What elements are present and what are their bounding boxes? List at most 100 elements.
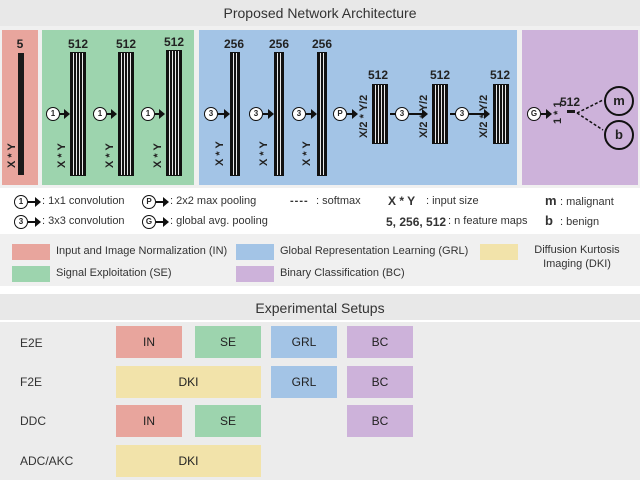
grl-pool-map-3 xyxy=(493,84,509,144)
arrow-icon xyxy=(263,109,274,119)
setup-e2e-block-se: SE xyxy=(195,326,261,358)
in-count: 5 xyxy=(16,37,24,51)
se-count-1: 512 xyxy=(67,37,89,51)
grl-pool-map-2 xyxy=(432,84,448,144)
in-feature-map xyxy=(18,53,24,175)
grl-count-3: 256 xyxy=(311,37,333,51)
gap-legend-icon: G xyxy=(142,215,156,229)
conv1-op-icon: 1 xyxy=(141,107,155,121)
legend-malignant: : malignant xyxy=(560,196,614,208)
setup-e2e-block-in: IN xyxy=(116,326,182,358)
setup-ddc-block-bc: BC xyxy=(347,405,413,437)
arrow-icon xyxy=(28,197,41,207)
category-in-label: Input and Image Normalization (IN) xyxy=(56,245,228,257)
legend-benign: : benign xyxy=(560,216,600,228)
arrow-icon xyxy=(156,217,169,227)
conv3-op-icon: 3 xyxy=(292,107,306,121)
conv1-op-icon: 1 xyxy=(46,107,60,121)
category-grl-label: Global Representation Learning (GRL) xyxy=(280,245,469,257)
bc-size-label: 1 * 1 xyxy=(552,101,564,124)
setup-e2e-block-bc: BC xyxy=(347,326,413,358)
legend-softmax: : softmax xyxy=(316,195,361,207)
bc-count: 512 xyxy=(559,95,581,109)
legend-gap: : global avg. pooling xyxy=(170,215,268,227)
grl-pool-count-1: 512 xyxy=(367,68,389,82)
setup-f2e-label: F2E xyxy=(20,375,43,389)
setup-f2e-block-grl: GRL xyxy=(271,366,337,398)
swatch-se xyxy=(12,266,50,282)
arrow-icon xyxy=(218,109,230,119)
benign-output-node: b xyxy=(604,120,634,150)
category-bc-label: Binary Classification (BC) xyxy=(280,267,405,279)
softmax-connector-icon xyxy=(576,99,604,131)
malignant-symbol: m xyxy=(545,193,557,208)
legend-conv1: : 1x1 convolution xyxy=(42,195,125,207)
architecture-title: Proposed Network Architecture xyxy=(223,5,417,21)
legend-conv3: : 3x3 convolution xyxy=(42,215,125,227)
conv3-op-icon: 3 xyxy=(249,107,263,121)
grl-pool-count-2: 512 xyxy=(429,68,451,82)
conv3-legend-icon: 3 xyxy=(14,215,28,229)
swatch-bc xyxy=(236,266,274,282)
setups-title: Experimental Setups xyxy=(255,300,385,316)
swatch-in xyxy=(12,244,50,260)
arrow-icon xyxy=(409,109,428,119)
setup-row-adc-akc xyxy=(0,440,640,480)
legend-feature-maps: : n feature maps xyxy=(448,215,528,227)
setup-ddc-block-se: SE xyxy=(195,405,261,437)
gap-op-icon: G xyxy=(527,107,541,121)
setup-ddc-label: DDC xyxy=(20,414,46,428)
conv3-op-icon: 3 xyxy=(204,107,218,121)
setups-title-band xyxy=(0,294,640,320)
grl-feature-map-2 xyxy=(274,52,284,176)
input-size-symbol: X * Y xyxy=(388,194,416,208)
category-legend-area xyxy=(0,234,640,286)
arrow-icon xyxy=(60,109,70,119)
conv1-legend-icon: 1 xyxy=(14,195,28,209)
se-feature-map-1 xyxy=(70,52,86,176)
swatch-grl xyxy=(236,244,274,260)
setup-adc-akc-block-dki: DKI xyxy=(116,445,261,477)
swatch-dki xyxy=(480,244,518,260)
arrow-icon xyxy=(107,109,117,119)
legend-input-size: : input size xyxy=(426,195,479,207)
malignant-output-node: m xyxy=(604,86,634,116)
se-size-label-3: X * Y xyxy=(152,143,164,168)
arrow-icon xyxy=(155,109,165,119)
conv1-op-icon: 1 xyxy=(93,107,107,121)
se-count-2: 512 xyxy=(115,37,137,51)
grl-feature-map-3 xyxy=(317,52,327,176)
grl-count-1: 256 xyxy=(223,37,245,51)
grl-size-label-2: X * Y xyxy=(258,141,270,166)
grl-pool-size-label-1: X/2 * Y/2 xyxy=(358,94,370,138)
benign-symbol: b xyxy=(545,213,553,228)
arrow-icon xyxy=(469,109,490,119)
setup-row-ddc xyxy=(0,400,640,442)
se-feature-map-2 xyxy=(118,52,134,176)
grl-pool-map-1 xyxy=(372,84,388,144)
category-se-label: Signal Exploitation (SE) xyxy=(56,267,172,279)
setup-f2e-block-dki: DKI xyxy=(116,366,261,398)
setup-adc-akc-label: ADC/AKC xyxy=(20,454,74,468)
architecture-title-band xyxy=(0,0,640,26)
conv3-op-icon: 3 xyxy=(395,107,409,121)
grl-size-label-1: X * Y xyxy=(214,141,226,166)
softmax-symbol: ---- xyxy=(290,195,309,207)
setup-f2e-block-bc: BC xyxy=(347,366,413,398)
setup-ddc-block-in: IN xyxy=(116,405,182,437)
arrow-icon xyxy=(28,217,41,227)
grl-feature-map-1 xyxy=(230,52,240,176)
setup-e2e-label: E2E xyxy=(20,336,43,350)
arrow-icon xyxy=(306,109,317,119)
se-count-3: 512 xyxy=(163,35,185,49)
grl-pool-count-3: 512 xyxy=(489,68,511,82)
se-size-label-1: X * Y xyxy=(56,143,68,168)
arrow-icon xyxy=(156,197,169,207)
setup-e2e-block-grl: GRL xyxy=(271,326,337,358)
se-feature-map-3 xyxy=(166,50,182,176)
arrow-icon xyxy=(541,109,552,119)
feature-maps-symbol: 5, 256, 512 xyxy=(386,215,447,229)
arrow-icon xyxy=(347,109,358,119)
in-size-label: X * Y xyxy=(6,143,18,168)
se-size-label-2: X * Y xyxy=(104,143,116,168)
